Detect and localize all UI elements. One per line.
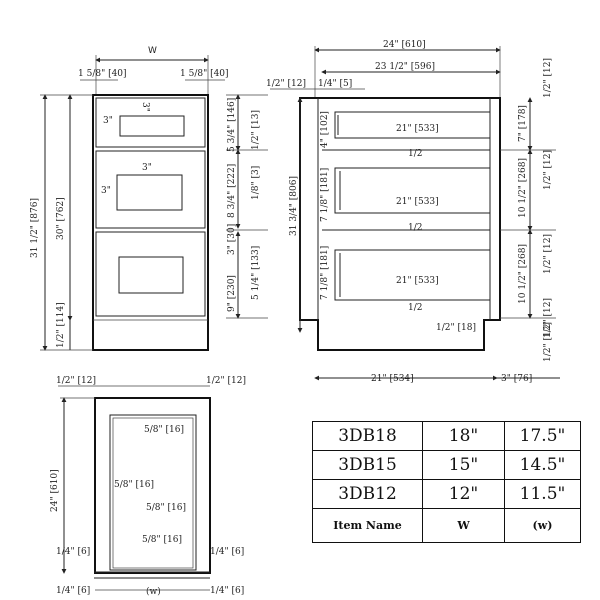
inner-width-cell: 14.5" <box>504 450 581 480</box>
side-bottom-depth-label: 21" [534] <box>371 374 414 384</box>
table-row: 3DB12 12" 11.5" <box>312 479 581 509</box>
side-shelf-label-3: 21" [533] <box>396 276 439 286</box>
drawer-reveal-4: 3" <box>101 186 111 196</box>
side-cabinet-outline <box>299 97 501 351</box>
drawer3-gap-label: 3" [30] <box>227 224 237 255</box>
side-half-mark-3: 1/2 <box>408 303 422 313</box>
side-left-mark-2: 7 1/8" [181] <box>320 168 330 222</box>
side-right-mark-6: 1/2" [12] <box>543 298 553 338</box>
front-total-height-label: 31 1/2" [876] <box>30 198 40 258</box>
top-inner-mark-1: 5/8" [16] <box>144 425 184 435</box>
side-left-mark-1: 4" [102] <box>320 111 330 148</box>
side-view: 24" [610] 23 1/2" [596] 1/2" [12] 1/4" [… <box>266 40 560 384</box>
front-view: W 1 5/8" [40] 1 5/8" [40] 3" 3" 3" 3" 31… <box>30 46 268 351</box>
top-left-top-label: 1/2" [12] <box>56 376 96 386</box>
header-item-name: Item Name <box>312 508 423 543</box>
item-name-cell: 3DB12 <box>312 479 423 509</box>
side-drawer-2 <box>334 167 491 214</box>
front-width-label: W <box>148 46 157 56</box>
top-view: 1/2" [12] 1/2" [12] 24" [610] 5/8" [16] … <box>50 376 246 597</box>
drawer1-height-label: 5 3/4" [146] <box>227 98 237 152</box>
width-cell: 18" <box>422 421 505 451</box>
top-inner-mark-3: 5/8" [16] <box>146 503 186 513</box>
item-name-cell: 3DB18 <box>312 421 423 451</box>
front-cabinet-box <box>92 94 209 351</box>
table-row: 3DB18 18" 17.5" <box>312 421 581 451</box>
side-bottom-toe-label: 3" [76] <box>501 374 532 384</box>
side-right-mark-7: 1/2" [12] <box>543 322 553 362</box>
side-back-offset-a: 1/2" [12] <box>266 79 306 89</box>
top-inner-width-label: (w) <box>146 586 161 597</box>
drawer2-height-label: 8 3/4" [222] <box>227 164 237 218</box>
side-right-mark-4: 1/2" [12] <box>543 234 553 274</box>
width-cell: 15" <box>422 450 505 480</box>
side-right-mark-3: 10 1/2" [268] <box>518 158 528 218</box>
table-header-row: Item Name W (w) <box>312 508 581 543</box>
front-side-right-label: 1 5/8" [40] <box>180 69 229 79</box>
side-right-mark-5: 10 1/2" [268] <box>518 244 528 304</box>
side-half-mark-1: 1/2 <box>408 149 422 159</box>
side-depth-inner-label: 23 1/2" [596] <box>375 62 435 72</box>
side-right-mark-2: 1/2" [12] <box>543 150 553 190</box>
drawer-front-2 <box>95 150 206 229</box>
table-row: 3DB15 15" 14.5" <box>312 450 581 480</box>
top-inner-mark-4: 5/8" [16] <box>142 535 182 545</box>
top-right-bottom-label: 1/4" [6] <box>210 547 244 557</box>
side-depth-overall-label: 24" [610] <box>383 40 426 50</box>
drawer1-gap-label: 1/2" [13] <box>251 110 261 150</box>
top-right-top-label: 1/2" [12] <box>206 376 246 386</box>
top-corner-right-label: 1/4" [6] <box>210 586 244 596</box>
top-depth-label: 24" [610] <box>50 469 60 512</box>
front-toe-kick-label: 1/2" [114] <box>56 302 66 348</box>
drawer-front-3 <box>95 231 206 317</box>
side-drawer-3 <box>334 249 491 301</box>
side-shelf-label-2: 21" [533] <box>396 197 439 207</box>
width-cell: 12" <box>422 479 505 509</box>
drawer-handle-3 <box>118 256 184 294</box>
side-left-mark-3: 7 1/8" [181] <box>320 246 330 300</box>
top-inner-box <box>109 414 197 571</box>
item-name-cell: 3DB15 <box>312 450 423 480</box>
top-outer-box <box>94 397 211 574</box>
inner-width-cell: 17.5" <box>504 421 581 451</box>
side-half-mark-2: 1/2 <box>408 223 422 233</box>
front-side-left-label: 1 5/8" [40] <box>78 69 127 79</box>
header-width: W <box>422 508 505 543</box>
header-inner-width: (w) <box>504 508 581 543</box>
drawer3-inner-label: 5 1/4" [133] <box>251 246 261 300</box>
drawer-reveal-3: 3" <box>142 163 152 173</box>
drawer3-height-label: 9" [230] <box>227 275 237 312</box>
drawer-reveal-2: 3" <box>140 102 150 112</box>
drawer-reveal-1: 3" <box>103 116 113 126</box>
side-base-label: 1/2" [18] <box>436 323 476 333</box>
drawer-front-1 <box>95 97 206 148</box>
side-right-mark-1: 7" [178] <box>518 105 528 142</box>
drawer2-gap-label: 1/8" [3] <box>251 166 261 200</box>
inner-width-cell: 11.5" <box>504 479 581 509</box>
top-left-bottom-label: 1/4" [6] <box>56 547 90 557</box>
side-shelf-label-1: 21" [533] <box>396 124 439 134</box>
drawer-handle-2 <box>116 174 183 211</box>
top-inner-mark-2: 5/8" [16] <box>114 480 154 490</box>
side-back-offset-b: 1/4" [5] <box>318 79 352 89</box>
spec-table: 3DB18 18" 17.5" 3DB15 15" 14.5" 3DB12 12… <box>312 421 581 543</box>
side-right-top-label: 1/2" [12] <box>543 58 553 98</box>
front-carcass-height-label: 30" [762] <box>56 197 66 240</box>
drawer-handle-1 <box>119 115 185 137</box>
top-corner-left-label: 1/4" [6] <box>56 586 90 596</box>
side-drawer-1 <box>334 111 491 139</box>
side-height-label: 31 3/4" [806] <box>289 176 299 236</box>
